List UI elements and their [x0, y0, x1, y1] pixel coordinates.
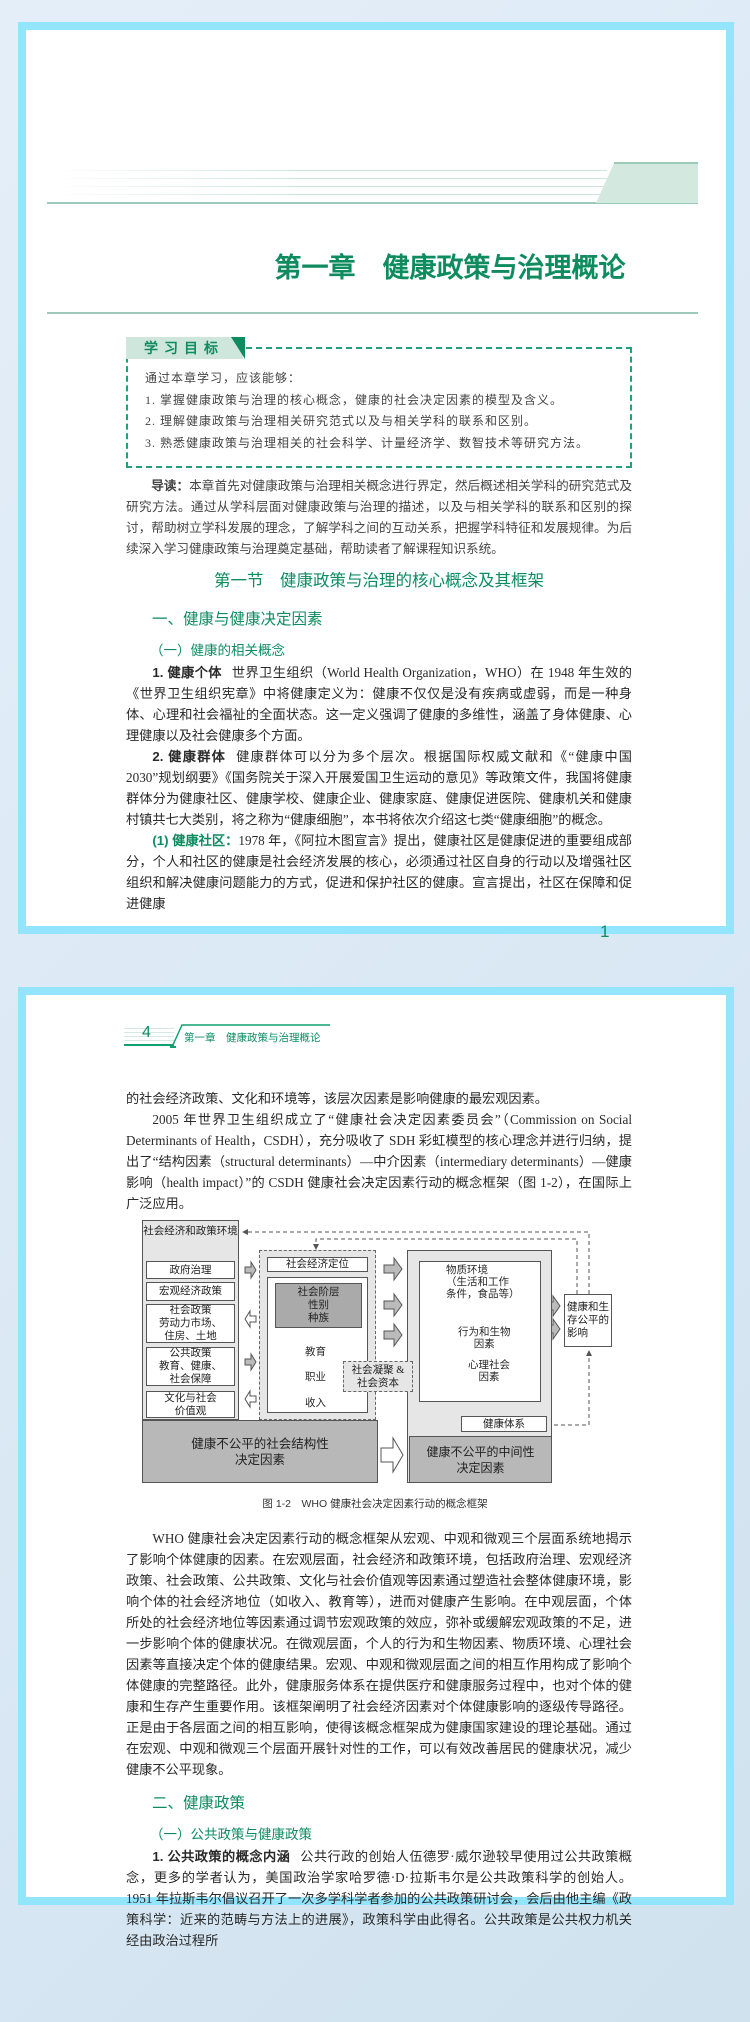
paragraph: 1. 健康个体世界卫生组织（World Health Organization，… — [126, 662, 632, 746]
paragraph: WHO 健康社会决定因素行动的概念框架从宏观、中观和微观三个层面系统地揭示了影响… — [126, 1531, 632, 1777]
learning-objectives-box — [126, 347, 632, 468]
health-system-box: 健康体系 — [461, 1416, 547, 1432]
learning-objectives: 学习目标 通过本章学习，应该能够： 1. 掌握健康政策与治理的核心概念，健康的社… — [126, 337, 632, 468]
heading-1: 一、健康与健康决定因素 — [152, 611, 323, 628]
paragraph: 的社会经济政策、文化和环境等，该层次因素是影响健康的最宏观因素。 — [126, 1091, 548, 1106]
paragraph-lead: 2. 健康群体 — [152, 749, 227, 764]
context-item: 政府治理 — [146, 1261, 235, 1279]
arrow-right-icon — [244, 1260, 257, 1280]
arrow-right-icon — [383, 1256, 403, 1282]
page-number: 1 — [600, 922, 610, 941]
heading-1: 二、健康政策 — [152, 1795, 246, 1812]
psychosocial-factors: 心理社会 因素 — [468, 1360, 510, 1384]
arrow-left-icon — [244, 1389, 257, 1409]
objectives-intro: 通过本章学习，应该能够： — [145, 371, 302, 385]
paragraph: 2005 年世界卫生组织成立了“健康社会决定因素委员会”（Commission … — [126, 1112, 632, 1211]
header-decoration-block — [596, 163, 698, 203]
page-1-content: 学习目标 通过本章学习，应该能够： 1. 掌握健康政策与治理的核心概念，健康的社… — [126, 337, 632, 942]
paragraph: 1. 公共政策的概念内涵公共行政的创始人伍德罗·威尔逊较早使用过公共政策概念，更… — [126, 1846, 632, 1951]
intro-reading-text: 本章首先对健康政策与治理相关概念进行界定，然后概述相关学科的研究范式及研究方法。… — [126, 479, 633, 556]
running-head-page-number: 4 — [142, 1024, 151, 1041]
arrow-right-icon — [383, 1322, 403, 1348]
chapter-title: 第一章 健康政策与治理概论 — [274, 253, 626, 283]
figure-caption: 图 1-2 WHO 健康社会决定因素行动的概念框架 — [262, 1498, 488, 1510]
paragraph-text: 1978 年，《阿拉木图宣言》提出，健康社区是健康促进的重要组成部分，个人和社区… — [126, 833, 632, 911]
paragraph: (1) 健康社区：1978 年，《阿拉木图宣言》提出，健康社区是健康促进的重要组… — [126, 830, 632, 914]
paragraph: 2. 健康群体健康群体可以分为多个层次。根据国际权威文献和《“健康中国 2030… — [126, 746, 632, 830]
arrow-left-icon — [244, 1309, 257, 1329]
header-rule — [47, 202, 698, 204]
context-item: 公共政策 教育、健康、 社会保障 — [146, 1347, 235, 1386]
figure-csdh-framework: 社会经济和政策环境 政府治理 宏观经济政策 社会政策 劳动力市场、 住房、土地 … — [126, 1220, 632, 1520]
impact-box: 健康和生 存公平的 影响 — [564, 1294, 612, 1347]
paragraph-text: 世界卫生组织（World Health Organization，WHO）在 1… — [126, 665, 632, 743]
context-item: 宏观经济政策 — [146, 1282, 235, 1301]
arrow-right-icon — [380, 1436, 404, 1474]
social-cohesion-box: 社会凝聚 & 社会资本 — [343, 1361, 413, 1392]
arrow-right-icon — [383, 1292, 403, 1318]
header-decoration-top — [614, 162, 698, 164]
header-decoration — [47, 163, 607, 203]
paragraph-lead: (1) 健康社区： — [152, 833, 239, 848]
intro-reading: 导读：本章首先对健康政策与治理相关概念进行界定，然后概述相关学科的研究范式及研究… — [126, 476, 632, 560]
title-rule — [47, 312, 698, 314]
running-head-decoration — [124, 1025, 174, 1046]
running-head-rule — [170, 1024, 330, 1048]
running-head-chapter: 第一章 健康政策与治理概论 — [184, 1032, 321, 1044]
intermediary-determinants-box: 健康不公平的中间性 决定因素 — [409, 1436, 552, 1483]
paragraph-lead: 1. 公共政策的概念内涵 — [152, 1849, 291, 1864]
context-item: 文化与社会 价值观 — [146, 1391, 235, 1418]
heading-2: （一）公共政策与健康政策 — [150, 1827, 312, 1842]
chain-occupation: 职业 — [305, 1372, 326, 1383]
behavioral-factors: 行为和生物 因素 — [458, 1327, 511, 1350]
intro-reading-label: 导读： — [151, 479, 190, 493]
section-title: 第一节 健康政策与治理的核心概念及其框架 — [214, 572, 544, 590]
chain-education: 教育 — [305, 1347, 326, 1358]
objective-item: 1. 掌握健康政策与治理的核心概念，健康的社会决定因素的模型及含义。 — [145, 393, 564, 407]
heading-2: （一）健康的相关概念 — [150, 643, 285, 658]
context-item: 社会政策 劳动力市场、 住房、土地 — [146, 1304, 235, 1343]
objective-item: 2. 理解健康政策与治理相关研究范式以及与相关学科的联系和区别。 — [145, 414, 538, 428]
paragraph-text: 公共行政的创始人伍德罗·威尔逊较早使用过公共政策概念，更多的学者认为，美国政治学… — [126, 1849, 632, 1948]
arrow-right-icon — [244, 1352, 257, 1372]
page-2-content: 的社会经济政策、文化和环境等，该层次因素是影响健康的最宏观因素。 2005 年世… — [126, 1088, 632, 1951]
structural-determinants-box: 健康不公平的社会结构性 决定因素 — [142, 1420, 378, 1483]
chain-income: 收入 — [305, 1398, 326, 1409]
paragraph-text: 健康群体可以分为多个层次。根据国际权威文献和《“健康中国 2030”规划纲要》《… — [126, 749, 632, 827]
position-box: 社会经济定位 — [267, 1257, 368, 1272]
paragraph-lead: 1. 健康个体 — [152, 665, 222, 680]
strata-box: 社会阶层 性别 种族 — [275, 1283, 362, 1328]
material-circumstances: 物质环境 （生活和工作 条件，食品等） — [446, 1265, 520, 1300]
objective-item: 3. 熟悉健康政策与治理相关的社会科学、计量经济学、数智技术等研究方法。 — [145, 436, 590, 450]
learning-objectives-tab: 学习目标 — [126, 337, 245, 359]
